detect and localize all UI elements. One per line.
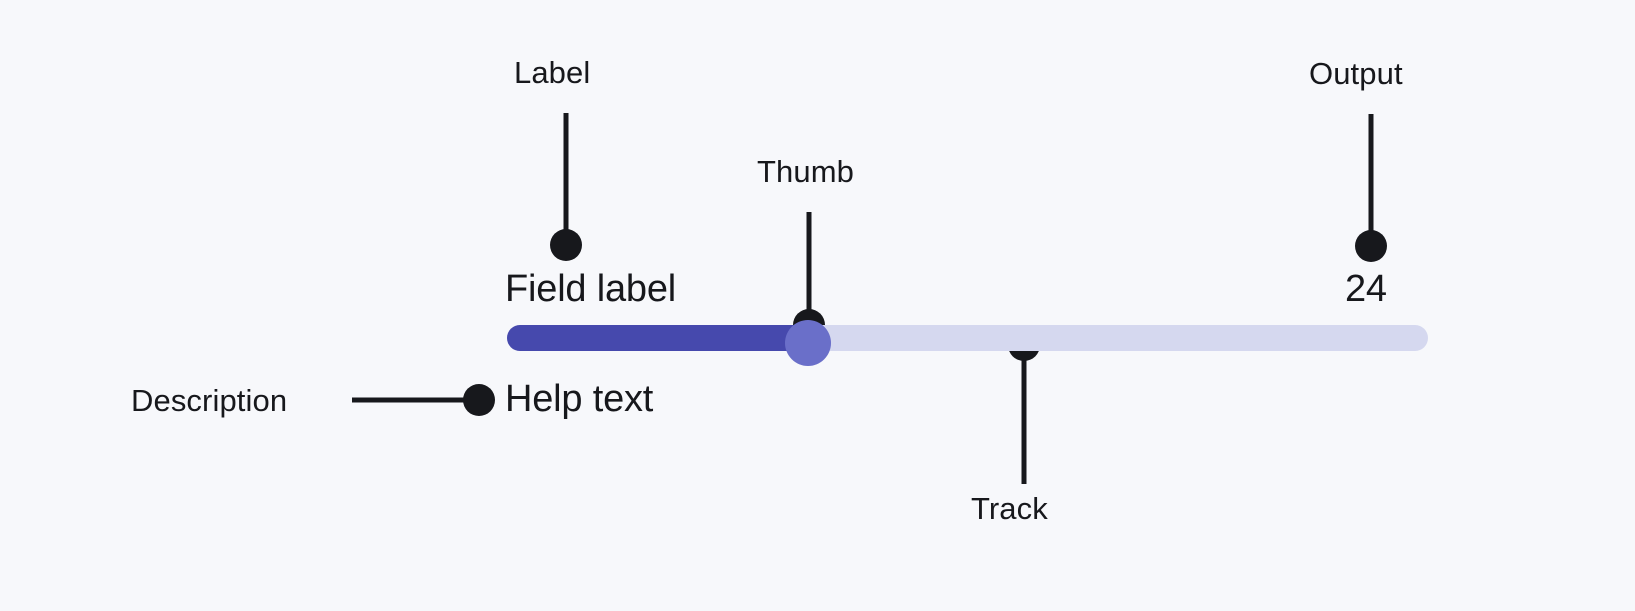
leader-dot-label <box>550 229 582 261</box>
annotation-label-description: Description <box>131 383 288 418</box>
annotation-label-label: Label <box>514 55 591 90</box>
annotation-label-thumb: Thumb <box>757 154 854 189</box>
slider-output-value: 24 <box>1345 268 1387 310</box>
annotation-label-track: Track <box>971 491 1048 526</box>
leader-dot-description <box>463 384 495 416</box>
slider-help-text: Help text <box>505 378 654 420</box>
slider-track[interactable] <box>507 325 1428 351</box>
slider-track-fill <box>507 325 810 351</box>
slider-thumb[interactable] <box>785 320 831 366</box>
slider-field-label: Field label <box>505 268 677 310</box>
leader-dot-output <box>1355 230 1387 262</box>
annotation-label-output: Output <box>1309 56 1403 91</box>
